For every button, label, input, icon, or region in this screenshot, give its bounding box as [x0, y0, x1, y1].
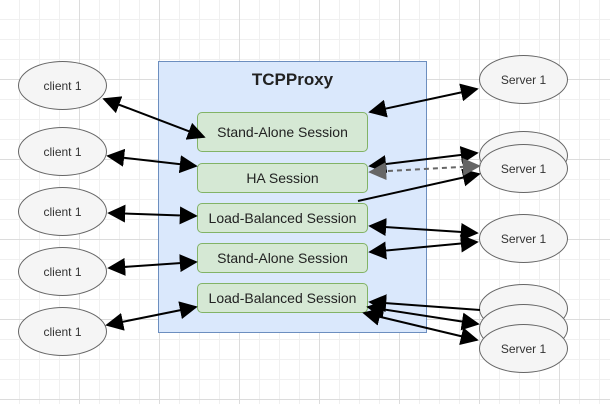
edge-standalone-server1	[368, 83, 479, 118]
edge-standalone2-server	[368, 234, 479, 260]
client-node-1[interactable]: client 1	[18, 61, 107, 110]
server-node-ha-primary[interactable]: Server 1	[479, 144, 568, 193]
load-balanced-session-2[interactable]: Load-Balanced Session	[197, 283, 368, 313]
standalone-session-2[interactable]: Stand-Alone Session	[197, 243, 368, 273]
edge-client2-ha	[106, 148, 198, 174]
client-node-5[interactable]: client 1	[18, 307, 107, 356]
client-node-4[interactable]: client 1	[18, 247, 107, 296]
edge-ha-primary	[368, 146, 479, 173]
edge-lb1-server-a	[357, 168, 481, 202]
load-balanced-session-1[interactable]: Load-Balanced Session	[197, 203, 368, 233]
edge-client3-lb	[107, 204, 198, 225]
tcpproxy-title: TCPProxy	[251, 70, 334, 89]
edge-client4-standalone	[107, 254, 198, 276]
ha-session[interactable]: HA Session	[197, 163, 368, 193]
server-node-1[interactable]: Server 1	[479, 55, 568, 104]
client-node-3[interactable]: client 1	[18, 187, 107, 236]
edge-lb2-server-a	[368, 294, 481, 313]
edge-client1-standalone	[102, 96, 206, 140]
client-node-2[interactable]: client 1	[18, 127, 107, 176]
edge-client5-lb	[105, 301, 198, 331]
edge-ha-standby-dashed	[368, 157, 481, 181]
edge-lb1-server-b	[368, 218, 479, 241]
server-node-3[interactable]: Server 1	[479, 214, 568, 263]
edge-lb2-server-c	[362, 308, 479, 345]
server-node-lb-c[interactable]: Server 1	[479, 324, 568, 373]
